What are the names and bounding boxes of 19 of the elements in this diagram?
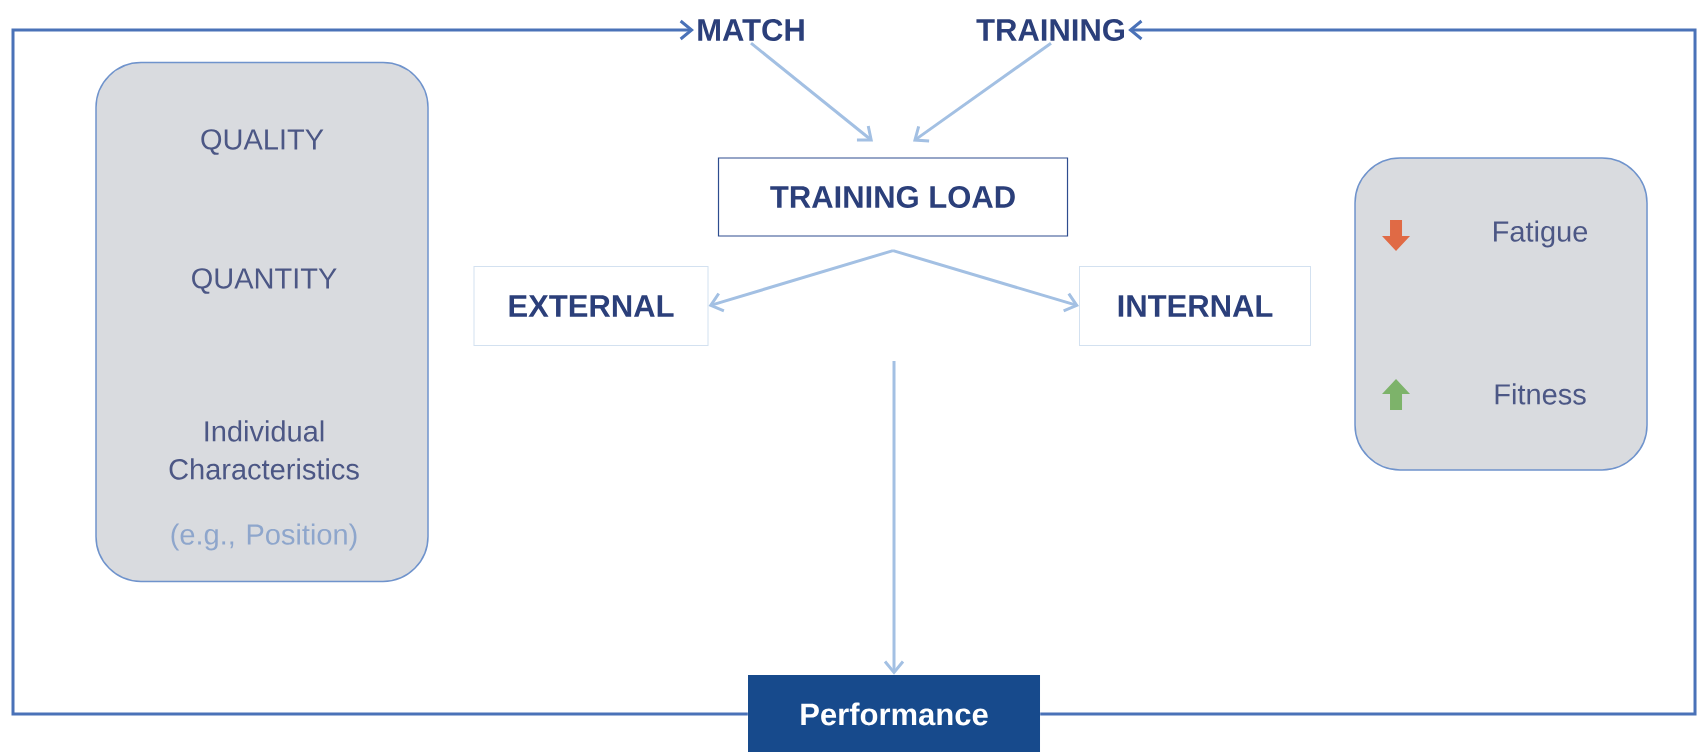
arrow [11,19,748,716]
panel-text: (e.g., Position) [171,523,357,551]
heading-label: MATCH [698,19,804,41]
panel-text: QUANTITY [192,268,337,294]
arrow [1040,19,1697,716]
process-box: INTERNAL [1079,266,1311,346]
arrow [892,249,1080,313]
arrow [913,41,1052,143]
heading-label: TRAINING [976,19,1124,41]
process-box: TRAINING LOAD [717,157,1069,237]
arrow [708,249,894,313]
arrow [750,42,873,142]
panel-text: Fatigue [1494,220,1588,248]
process-box: EXTERNAL [473,266,709,346]
panel-text: QUALITY [201,129,324,155]
panel-text: Individual Characteristics [169,420,359,480]
arrow [883,361,905,675]
result-box: Performance [748,675,1040,752]
panel-text: Fitness [1495,383,1586,405]
